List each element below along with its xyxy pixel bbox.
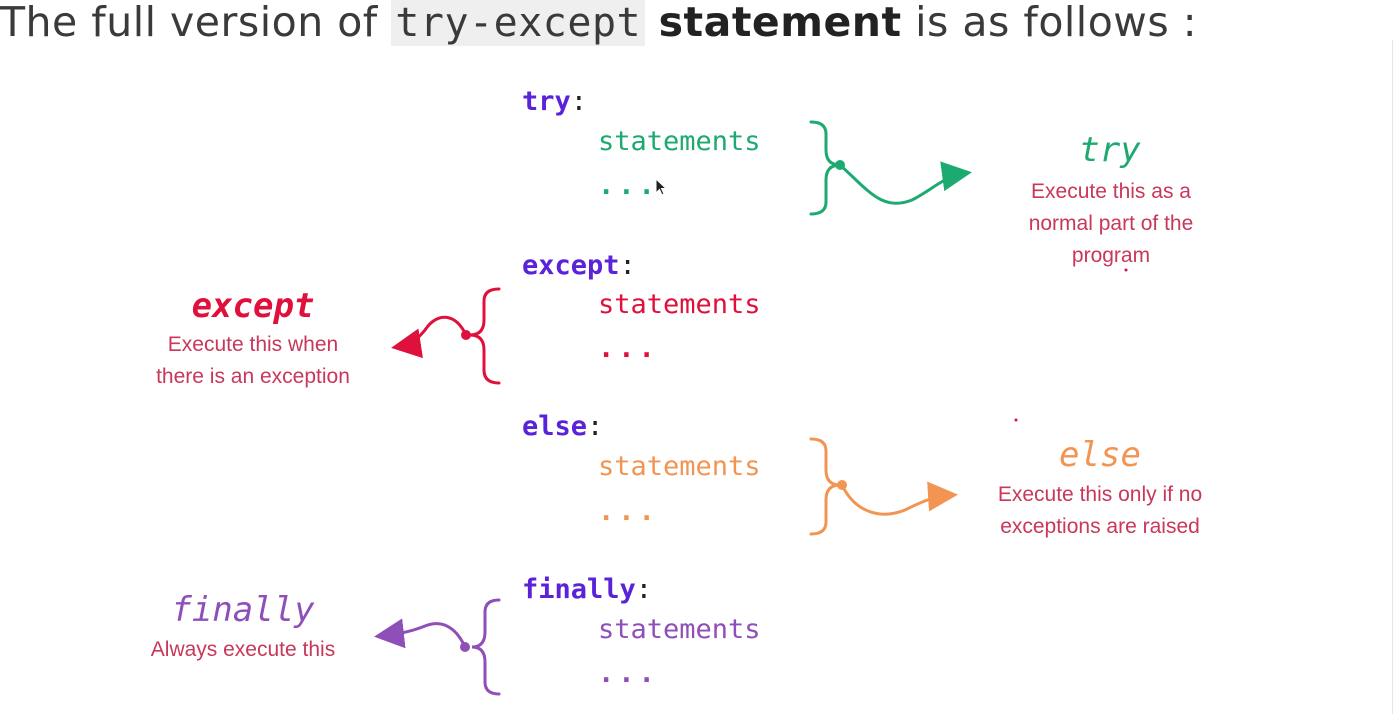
annotation-else-description: Execute this only if no exceptions are r… (997, 483, 1203, 538)
annotation-finally-title: finally (171, 590, 315, 630)
except-arrow (391, 315, 468, 359)
code-keyword-except: except: (522, 250, 636, 281)
annotation-else-title: else (1059, 435, 1141, 475)
else-arrow (840, 481, 958, 516)
code-keyword-else: else: (522, 411, 604, 442)
code-statements-finally: statements (598, 614, 761, 645)
heading-bold: statement (658, 0, 902, 46)
annotation-try-title: try (1079, 130, 1141, 170)
try-arrow (839, 161, 972, 205)
try-brace (809, 120, 841, 216)
code-keyword-finally: finally: (522, 574, 653, 605)
heading-suffix: is as follows : (901, 0, 1198, 46)
code-statements-except: statements (598, 289, 761, 320)
except-brace (469, 287, 501, 385)
heading-code: try-except (391, 0, 646, 46)
right-edge-divider (1392, 40, 1393, 714)
code-dots-else: ... (598, 496, 659, 527)
annotation-except-title: except (191, 286, 315, 326)
code-keyword-try: try: (522, 86, 588, 117)
code-dots-except: ... (598, 333, 659, 364)
slide-heading: The full version of try-except statement… (0, 0, 1197, 46)
mouse-cursor-icon (655, 178, 668, 196)
code-dots-try: ... (598, 170, 659, 201)
heading-prefix: The full version of (0, 0, 392, 46)
code-statements-else: statements (598, 451, 761, 482)
annotation-finally-description: Always execute this (150, 638, 336, 661)
annotation-try-description: Execute this as a normal part of the pro… (1028, 180, 1194, 267)
code-dots-finally: ... (598, 658, 659, 689)
code-statements-try: statements (598, 126, 761, 157)
finally-arrow (374, 618, 467, 649)
else-brace (809, 437, 841, 536)
annotation-except-description: Execute this when there is an exception (156, 333, 350, 388)
finally-brace (471, 598, 501, 696)
